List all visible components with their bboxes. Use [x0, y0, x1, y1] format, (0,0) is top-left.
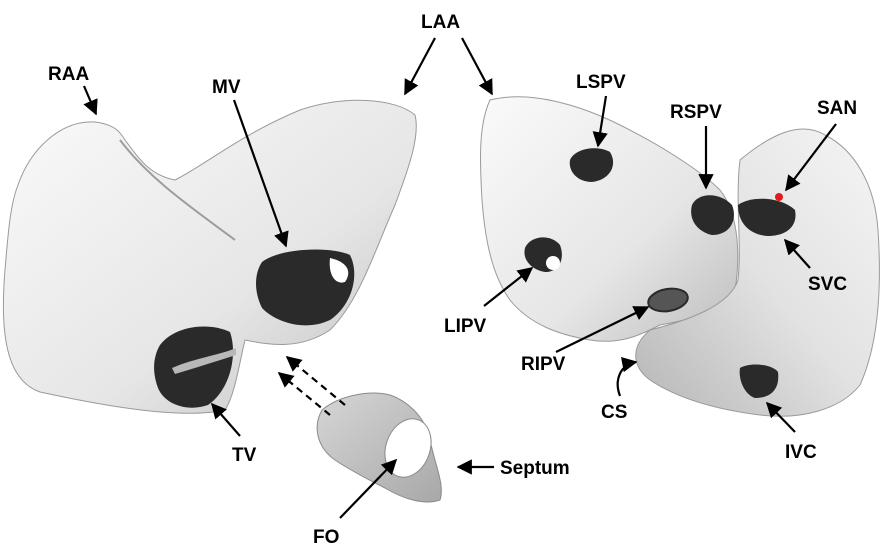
label-lspv: LSPV: [576, 72, 626, 93]
arrow-laa-left: [405, 38, 435, 94]
arrow-cs: [618, 362, 636, 396]
san-marker: [775, 193, 783, 201]
lipv-highlight: [546, 256, 560, 270]
septum-piece: [317, 393, 441, 502]
left-atria-view: [3, 100, 416, 413]
label-san: SAN: [817, 98, 857, 119]
label-tv: TV: [232, 445, 257, 466]
arrow-laa-right: [462, 38, 492, 94]
label-raa: RAA: [48, 64, 89, 85]
label-septum: Septum: [500, 458, 570, 479]
label-fo: FO: [313, 527, 339, 548]
label-laa: LAA: [421, 12, 460, 33]
septum-dashed-arrow-1: [287, 357, 345, 405]
septum-dashed-arrow-2: [279, 373, 330, 415]
arrow-raa: [84, 86, 96, 114]
label-svc: SVC: [808, 274, 847, 295]
label-lipv: LIPV: [444, 316, 487, 337]
label-rspv: RSPV: [670, 102, 722, 123]
label-ivc: IVC: [785, 442, 817, 463]
label-mv: MV: [212, 77, 241, 98]
label-ripv: RIPV: [521, 354, 566, 375]
label-cs: CS: [601, 402, 627, 423]
